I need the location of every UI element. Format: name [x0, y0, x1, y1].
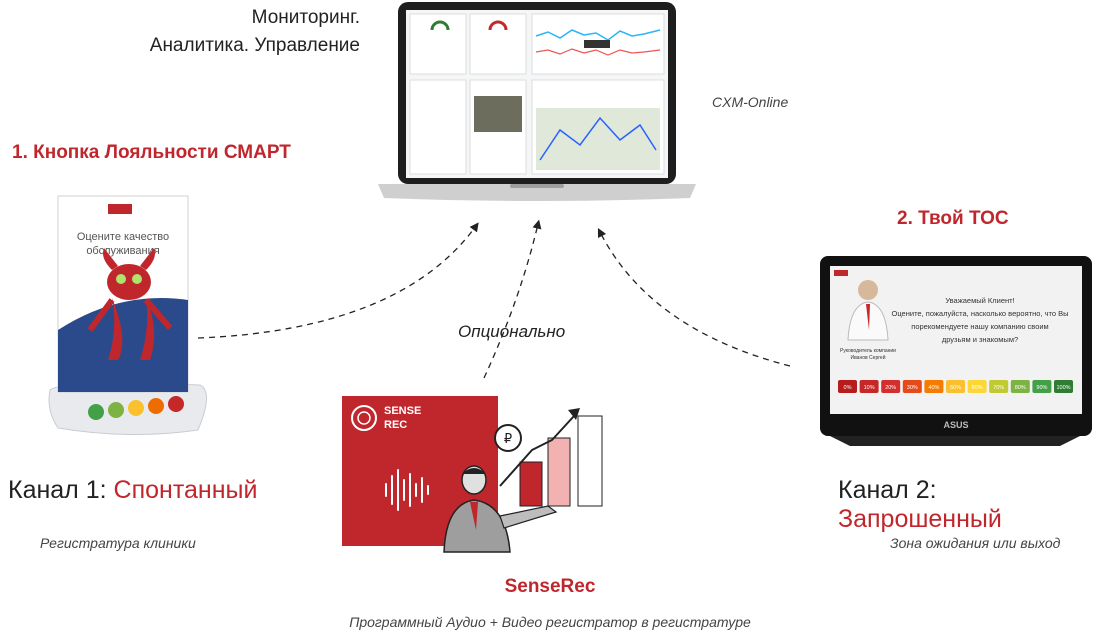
- nps-button-label: 30%: [907, 385, 918, 391]
- optional-label: Опционально: [458, 322, 566, 341]
- loyalty-button-heading: 1. Кнопка Лояльности СМАРТ: [12, 142, 291, 163]
- tablet-line-3: порекомендуете нашу компанию своим: [911, 322, 1048, 331]
- nps-button-label: 90%: [1036, 385, 1047, 391]
- senserec-illustration: SENSE REC ₽: [342, 396, 603, 553]
- arrow-tos-to-laptop: [597, 227, 791, 367]
- senserec-logo-line2: REC: [384, 419, 407, 431]
- channel-2-prefix: Канал 2:: [838, 476, 937, 504]
- laptop-image: [378, 2, 696, 201]
- senserec-logo-line1: SENSE: [384, 405, 421, 417]
- nps-button[interactable]: [1032, 380, 1052, 393]
- nps-button[interactable]: [902, 380, 922, 393]
- tablet-line-2: Оцените, пожалуйста, насколько вероятно,…: [892, 309, 1069, 318]
- ruble-coin-icon: ₽: [494, 424, 522, 452]
- nps-button-label: 70%: [993, 385, 1004, 391]
- senserec-logo-icon: [351, 405, 377, 431]
- nps-button[interactable]: [946, 380, 965, 393]
- monitoring-title: Мониторинг. Аналитика. Управление: [140, 4, 360, 60]
- nps-button[interactable]: [989, 380, 1009, 393]
- svg-text:₽: ₽: [504, 432, 512, 447]
- nps-button[interactable]: [924, 380, 944, 393]
- manager-caption-1: Руководитель компании: [840, 348, 896, 354]
- nps-button[interactable]: [1054, 380, 1073, 393]
- audio-waveform-icon: [385, 469, 429, 511]
- nps-button-label: 80%: [1015, 385, 1026, 391]
- platform-label: CXM-Online: [712, 94, 789, 110]
- nps-button[interactable]: [838, 380, 857, 393]
- monitoring-title-line2: Аналитика. Управление: [149, 35, 360, 56]
- nps-button[interactable]: [859, 380, 879, 393]
- nps-button-label: 100%: [1056, 385, 1070, 391]
- svg-text:Оцените качество: Оцените качество: [77, 231, 169, 243]
- channel-1-caption: Регистратура клиники: [40, 535, 196, 551]
- tablet-line-4: друзьям и знакомым?: [942, 335, 1018, 344]
- nps-button-label: 60%: [972, 385, 983, 391]
- nps-button-label: 0%: [844, 385, 852, 391]
- loyalty-button-device: Оцените качество обслуживания: [48, 195, 207, 436]
- channel-1-label: Канал 1: Спонтанный: [8, 476, 257, 505]
- tablet-brand: ASUS: [943, 420, 968, 430]
- senserec-title: SenseRec: [504, 576, 596, 597]
- senserec-caption: Программный Аудио + Видео регистратор в …: [349, 614, 751, 630]
- channel-2-accent: Запрошенный: [838, 505, 1002, 533]
- businessman-figure: [443, 465, 558, 553]
- channel-2-caption: Зона ожидания или выход: [890, 535, 1061, 551]
- channel-1-accent: Спонтанный: [113, 476, 258, 504]
- tos-heading: 2. Твой ТОС: [897, 208, 1009, 229]
- manager-photo: [847, 280, 889, 341]
- nps-button[interactable]: [1010, 380, 1030, 393]
- tos-tablet: Руководитель компании Иванов Сергей Уваж…: [820, 256, 1092, 446]
- nps-button[interactable]: [881, 380, 901, 393]
- channel-1-prefix: Канал 1:: [8, 476, 114, 504]
- tablet-line-1: Уважаемый Клиент!: [945, 296, 1014, 305]
- arrow-loyalty-to-laptop: [197, 222, 479, 339]
- laptop-base: [378, 184, 696, 201]
- monitoring-title-line1: Мониторинг.: [251, 7, 360, 28]
- nps-button-label: 20%: [885, 385, 896, 391]
- mascot-icon: [87, 248, 173, 360]
- nps-scale: 0% 10% 20% 30% 40% 50% 60% 70% 80% 90% 100%: [838, 380, 1073, 393]
- channel-2-label: Канал 2: Запрошенный: [838, 476, 1100, 534]
- nps-button-label: 40%: [928, 385, 939, 391]
- manager-caption-2: Иванов Сергей: [850, 354, 885, 361]
- arrow-senserec-to-laptop: [483, 219, 542, 379]
- nps-button-label: 50%: [950, 385, 961, 391]
- nps-button[interactable]: [967, 380, 987, 393]
- nps-button-label: 10%: [864, 385, 875, 391]
